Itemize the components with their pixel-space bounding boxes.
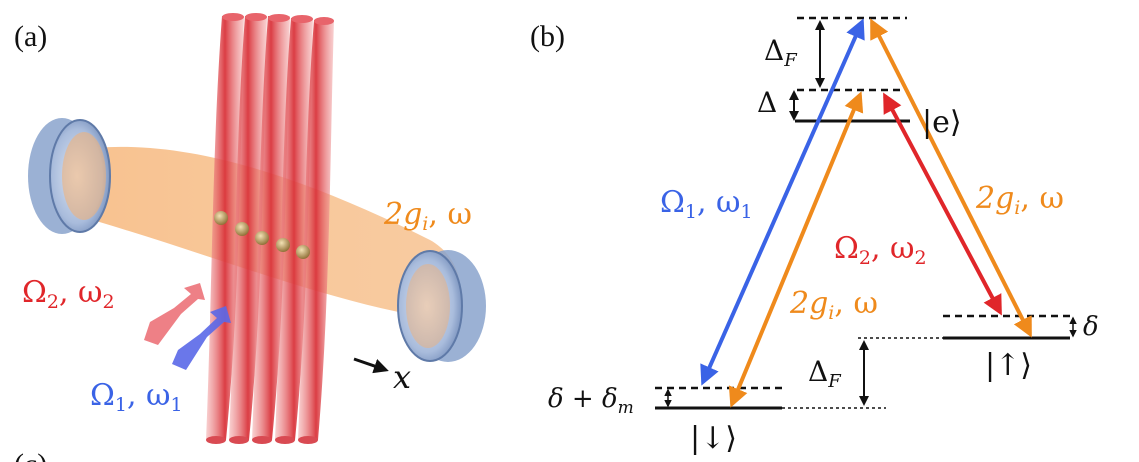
pump-arrow-red xyxy=(144,283,205,345)
transitions xyxy=(700,18,1032,408)
transition-orange-left xyxy=(728,91,864,408)
delta-F-bottom-label: ΔF xyxy=(808,355,842,392)
atom xyxy=(235,222,249,236)
blue-transition-label: Ω1, ω1 xyxy=(660,185,753,223)
atom xyxy=(214,211,228,225)
panel-b-label: (b) xyxy=(530,20,565,53)
excited-state-label: |e⟩ xyxy=(922,105,962,140)
panel-b: (b) ΔF xyxy=(530,16,1099,456)
atom xyxy=(255,231,269,245)
delta-label: Δ xyxy=(757,86,777,119)
transition-orange-right xyxy=(870,18,1032,338)
pump-1-label: Ω1, ω1 xyxy=(90,378,183,416)
x-axis-label: x xyxy=(393,358,411,396)
left-mirror xyxy=(28,118,111,234)
pump-arrow-blue xyxy=(172,306,231,370)
panel-a: (a) xyxy=(14,13,486,462)
atoms xyxy=(214,211,310,259)
pump-2-label: Ω2, ω2 xyxy=(22,275,115,313)
x-axis-arrow xyxy=(353,357,389,374)
delta-left-label: δ + δm xyxy=(548,384,634,418)
delta-right-label: δ xyxy=(1083,312,1099,342)
atom xyxy=(296,245,310,259)
panel-a-label: (a) xyxy=(14,20,47,53)
right-mirror xyxy=(397,250,486,362)
orange-mid-transition-label: 2gi, ω xyxy=(789,286,878,324)
delta-F-top-label: ΔF xyxy=(764,34,798,71)
down-state-label: |↓⟩ xyxy=(690,421,737,456)
panel-c-label: (c) xyxy=(14,448,47,462)
lattice-beams xyxy=(206,13,334,444)
up-state-label: |↑⟩ xyxy=(985,348,1032,383)
red-transition-label: Ω2, ω2 xyxy=(834,231,927,269)
atom xyxy=(276,238,290,252)
cavity-coupling-label: 2gi, ω xyxy=(383,197,472,235)
orange-right-transition-label: 2gi, ω xyxy=(975,181,1064,219)
